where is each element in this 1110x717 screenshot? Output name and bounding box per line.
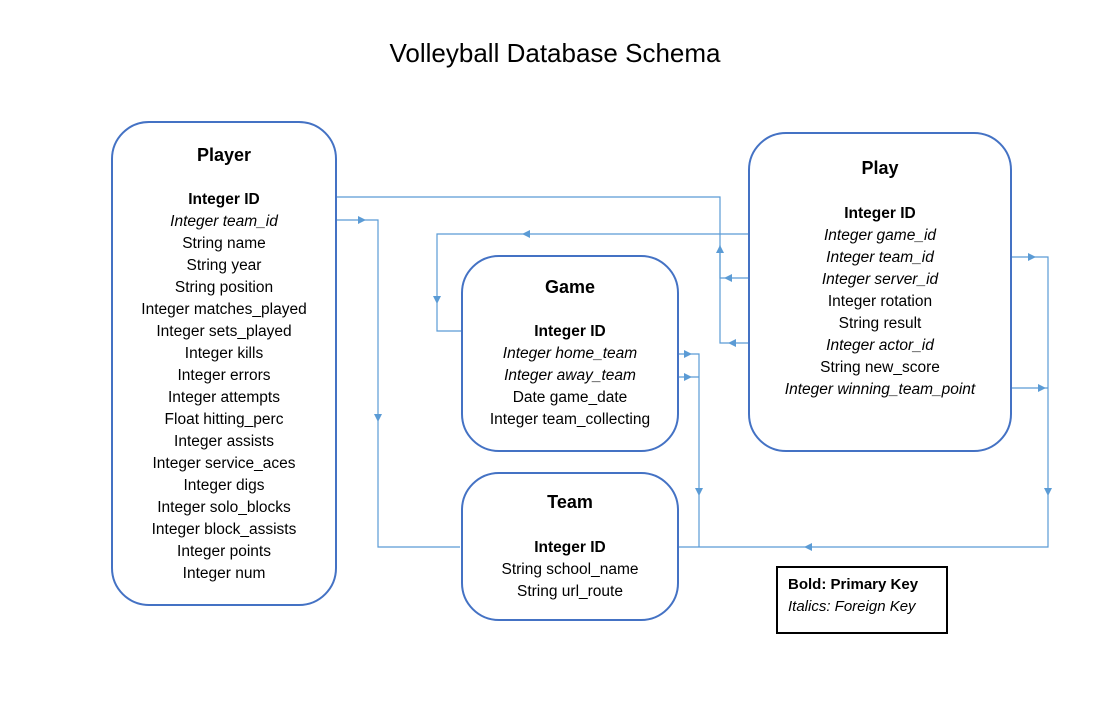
arrowhead xyxy=(695,488,703,496)
play-table-title: Play xyxy=(861,158,899,178)
game-field: Integer home_team xyxy=(502,345,638,362)
team-field: Integer ID xyxy=(534,539,606,556)
player-field: Integer matches_played xyxy=(141,301,307,318)
player-field: String position xyxy=(174,279,274,296)
arrowhead xyxy=(374,414,382,422)
legend-foreign-key: Italics: Foreign Key xyxy=(788,598,916,615)
play-field: Integer game_id xyxy=(823,227,937,244)
player-field: Integer errors xyxy=(177,367,271,384)
play-field: Integer actor_id xyxy=(826,337,934,354)
team-field: String school_name xyxy=(501,561,639,578)
player-field: Integer digs xyxy=(183,477,265,494)
player-field: Integer points xyxy=(177,543,271,560)
arrowhead xyxy=(522,230,530,238)
arrowhead xyxy=(433,296,441,304)
arrowhead xyxy=(724,274,732,282)
game-table-title: Game xyxy=(544,277,596,297)
player-field: Integer service_aces xyxy=(152,455,296,472)
player-field: Integer kills xyxy=(184,345,264,362)
player-field: Float hitting_perc xyxy=(164,411,284,428)
arrowhead xyxy=(358,216,366,224)
play-field: Integer team_id xyxy=(826,249,934,266)
player-field: Integer attempts xyxy=(167,389,280,406)
game-field: Integer away_team xyxy=(504,367,636,384)
arrowhead xyxy=(1038,384,1046,392)
play-field: String result xyxy=(838,315,922,332)
diagram-title: Volleyball Database Schema xyxy=(389,38,721,68)
player-field: Integer ID xyxy=(188,191,260,208)
player-field: Integer block_assists xyxy=(151,521,297,538)
team-field: String url_route xyxy=(517,583,623,600)
arrowhead xyxy=(684,373,692,381)
play-field: Integer winning_team_point xyxy=(784,381,976,398)
player-field: Integer assists xyxy=(174,433,274,450)
player-team-id-connector xyxy=(298,219,460,548)
play-field: Integer rotation xyxy=(827,293,933,310)
player-field: String year xyxy=(186,257,262,274)
game-field: Integer team_collecting xyxy=(489,411,651,428)
legend-box: Bold: Primary Key Italics: Foreign Key xyxy=(776,566,948,634)
player-field: Integer sets_played xyxy=(156,323,292,340)
arrowhead xyxy=(804,543,812,551)
player-field: Integer num xyxy=(182,565,266,582)
game-field: Integer ID xyxy=(534,323,606,340)
arrowhead xyxy=(728,339,736,347)
legend-primary-key: Bold: Primary Key xyxy=(788,576,919,593)
arrowhead xyxy=(1028,253,1036,261)
arrowhead xyxy=(684,350,692,358)
play-field: String new_score xyxy=(820,359,940,376)
player-table-title: Player xyxy=(196,145,252,165)
play-field: Integer server_id xyxy=(821,271,939,288)
player-field: Integer team_id xyxy=(170,213,278,230)
team-table-title: Team xyxy=(547,492,593,512)
game-field: Date game_date xyxy=(512,389,628,406)
play-field: Integer ID xyxy=(844,205,916,222)
arrowhead xyxy=(716,245,724,253)
player-field: Integer solo_blocks xyxy=(157,499,291,516)
player-field: String name xyxy=(182,235,266,252)
arrowhead xyxy=(1044,488,1052,496)
